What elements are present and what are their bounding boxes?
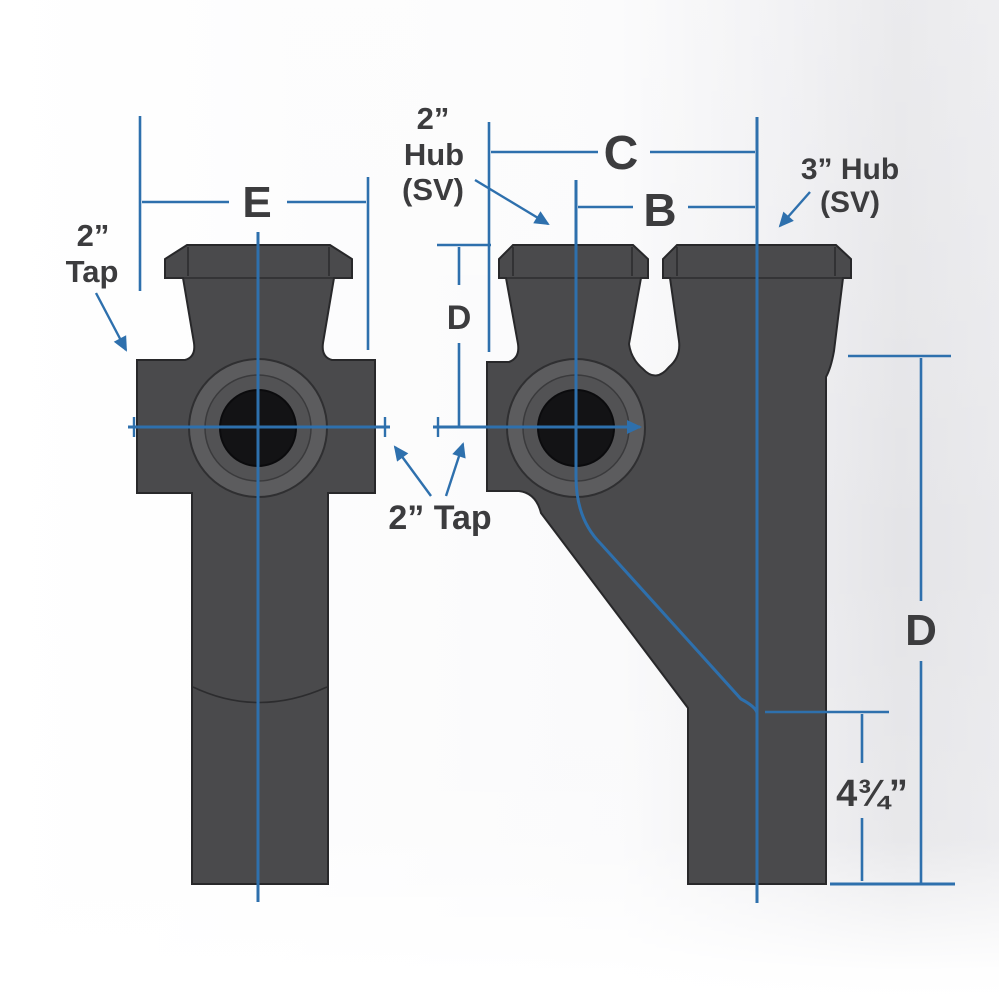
label-2-tap-left-line2: Tap [66,254,119,289]
label-2-tap-left-line1: 2” [77,218,110,253]
dim-E-label: E [242,178,271,227]
label-2-hub-line1: 2” [417,101,450,136]
annotation-2-tap-left: 2” Tap [66,218,128,352]
arrow-2-hub-sv [474,178,550,226]
label-3-hub-line1: 3” Hub [801,153,899,186]
label-2-tap-bottom: 2” Tap [388,499,491,537]
label-2-hub-line3: (SV) [402,172,464,207]
left-view [128,232,390,902]
label-3-hub-line2: (SV) [820,186,880,219]
dim-C-label: C [604,127,639,180]
dim-D-side: D [437,243,491,427]
arrow-2-tap-bottom-left [393,445,432,497]
annotation-3-hub-sv: 3” Hub (SV) [778,153,899,228]
dim-C: C [487,122,755,352]
dim-D-right-label: D [905,606,937,655]
dim-B: B [578,184,755,236]
dim-B-label: B [643,184,676,236]
dim-D-right: D [830,354,955,886]
arrow-3-hub-sv [778,191,811,228]
arrow-2-tap-bottom-right [444,442,466,497]
dim-D-side-label: D [447,299,472,337]
label-2-hub-line2: Hub [404,137,464,172]
dim-4-3-4-label: 4¾” [836,773,908,815]
branch-centerline [574,180,759,714]
dim-E: E [138,116,370,350]
right-view [433,117,852,903]
annotation-2-tap-bottom: 2” Tap [388,442,492,537]
annotation-2-hub-sv: 2” Hub (SV) [402,101,550,226]
dim-4-3-4: 4¾” [765,710,908,881]
arrow-2-tap-left [94,292,128,352]
